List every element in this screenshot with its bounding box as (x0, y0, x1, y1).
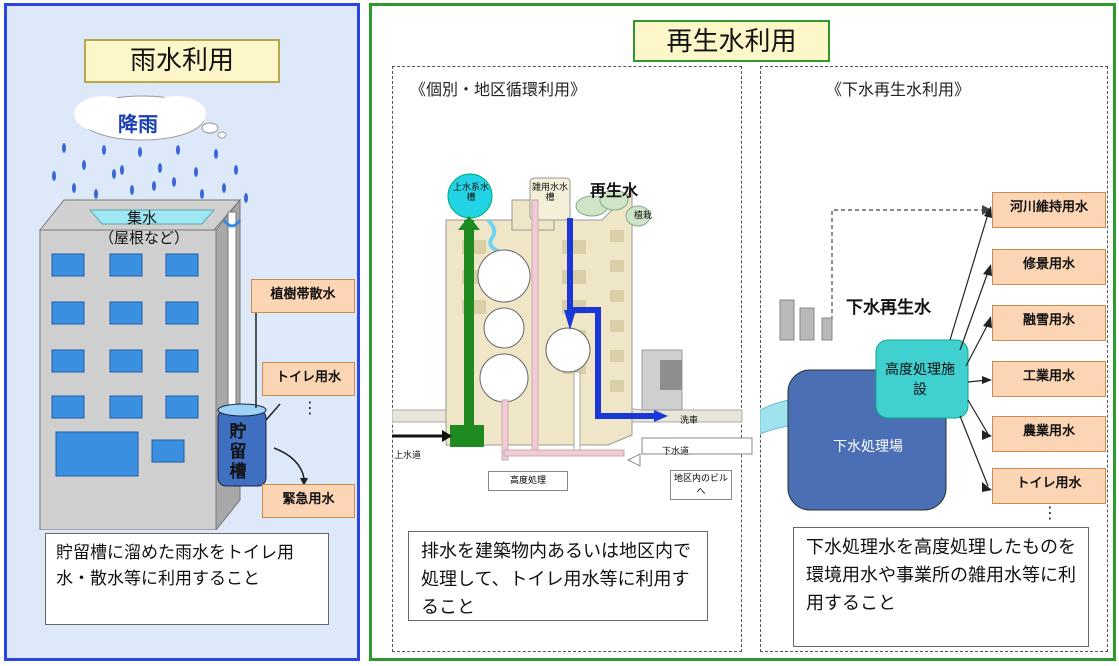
rainwater-caption: 貯留槽に溜めた雨水をトイレ用水・散水等に利用すること (45, 533, 329, 625)
use-box-toilet: トイレ用水 (262, 362, 355, 396)
carwash-label: 洗車 (680, 416, 699, 426)
roof-sublabel: （屋根など） (98, 229, 189, 247)
sewage-plant-label: 下水処理場 (833, 439, 903, 455)
rainwater-title: 雨水利用 (84, 39, 280, 83)
roof-planting-icon (575, 189, 651, 227)
use-box-emergency: 緊急用水 (262, 484, 355, 518)
use-box-landscape: 修景用水 (992, 249, 1106, 285)
misc-tank-label: 雑用水水槽 (531, 183, 568, 203)
recycled-water-title: 再生水利用 (633, 20, 830, 62)
misc-water-tank-icon (529, 177, 571, 221)
sewage-section (760, 66, 1108, 652)
district-illustration (392, 173, 753, 467)
supply-pipe-icon (464, 220, 474, 430)
potable-tank-label: 上水系水槽 (452, 183, 489, 203)
storage-tank-icon (217, 403, 267, 487)
use-box-snowmelt: 融雪用水 (992, 305, 1106, 341)
fixtures-icon (477, 249, 591, 403)
cityscape-icon (641, 349, 683, 411)
storage-tank-label: 貯留槽 (229, 422, 247, 482)
skyline-icon (779, 299, 833, 341)
use-box-industrial: 工業用水 (992, 361, 1106, 397)
rain-drops-icon (52, 143, 248, 203)
more-uses-dots: ⋮ (302, 398, 318, 417)
rain-label: 降雨 (118, 112, 158, 136)
rainwater-illustration (38, 95, 308, 530)
rain-cloud-icon (74, 95, 227, 141)
use-box-river: 河川維持用水 (992, 192, 1106, 228)
use-box-agricultural: 農業用水 (992, 416, 1106, 452)
advanced-treatment-box: 高度処理 (488, 471, 568, 491)
sewage-illustration (760, 205, 992, 511)
treatment-facility-label: 高度処理施設 (885, 362, 955, 398)
building-icon (38, 198, 242, 530)
recycled-water-label: 再生水 (590, 181, 639, 200)
water-supply-label: 上水道 (394, 451, 422, 461)
individual-heading: 《個別・地区循環利用》 (410, 80, 587, 99)
use-box-toilet-sewage: トイレ用水 (992, 468, 1106, 504)
roof-label: 集水 (126, 209, 157, 227)
planting-label: 植栽 (634, 211, 653, 221)
more-sewage-uses-dots: ⋮ (1042, 503, 1058, 522)
sewage-heading: 《下水再生水利用》 (826, 80, 971, 99)
sewage-caption: 下水処理水を高度処理したものを環境用水や事業所の雑用水等に利用すること (793, 527, 1089, 647)
treatment-facility-icon (875, 339, 969, 419)
individual-caption: 排水を建築物内あるいは地区内で処理して、トイレ用水等に利用すること (408, 531, 708, 621)
individual-section (392, 66, 742, 652)
district-building-box: 地区内のビルへ (670, 470, 732, 500)
sewage-recycled-label: 下水再生水 (846, 298, 931, 318)
use-box-planting: 植樹帯散水 (251, 279, 355, 313)
sewer-label: 下水道 (662, 447, 690, 457)
